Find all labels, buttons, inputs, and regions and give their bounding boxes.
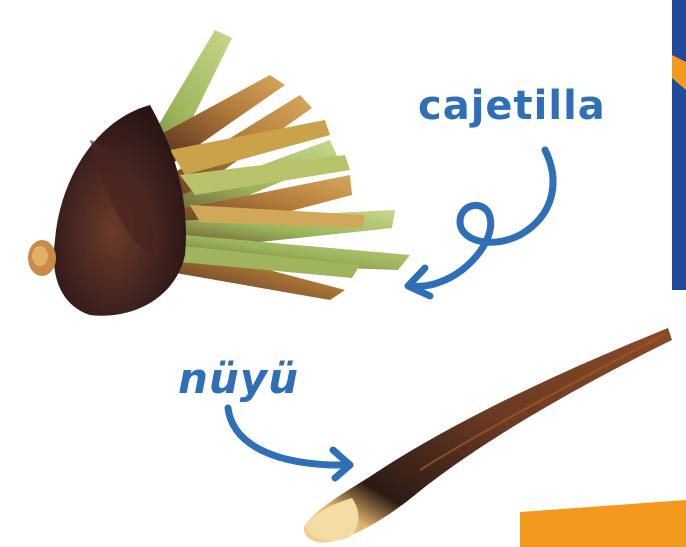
label-cajetilla: cajetilla [418, 86, 606, 126]
cajetilla-plant-image [28, 30, 410, 316]
bottom-orange-stripe [520, 500, 686, 547]
curved-arrow-icon [228, 408, 350, 478]
side-decoration-panel [672, 0, 686, 290]
label-nuyu: nüyü [178, 358, 299, 400]
looped-curved-arrow-icon [408, 150, 553, 296]
